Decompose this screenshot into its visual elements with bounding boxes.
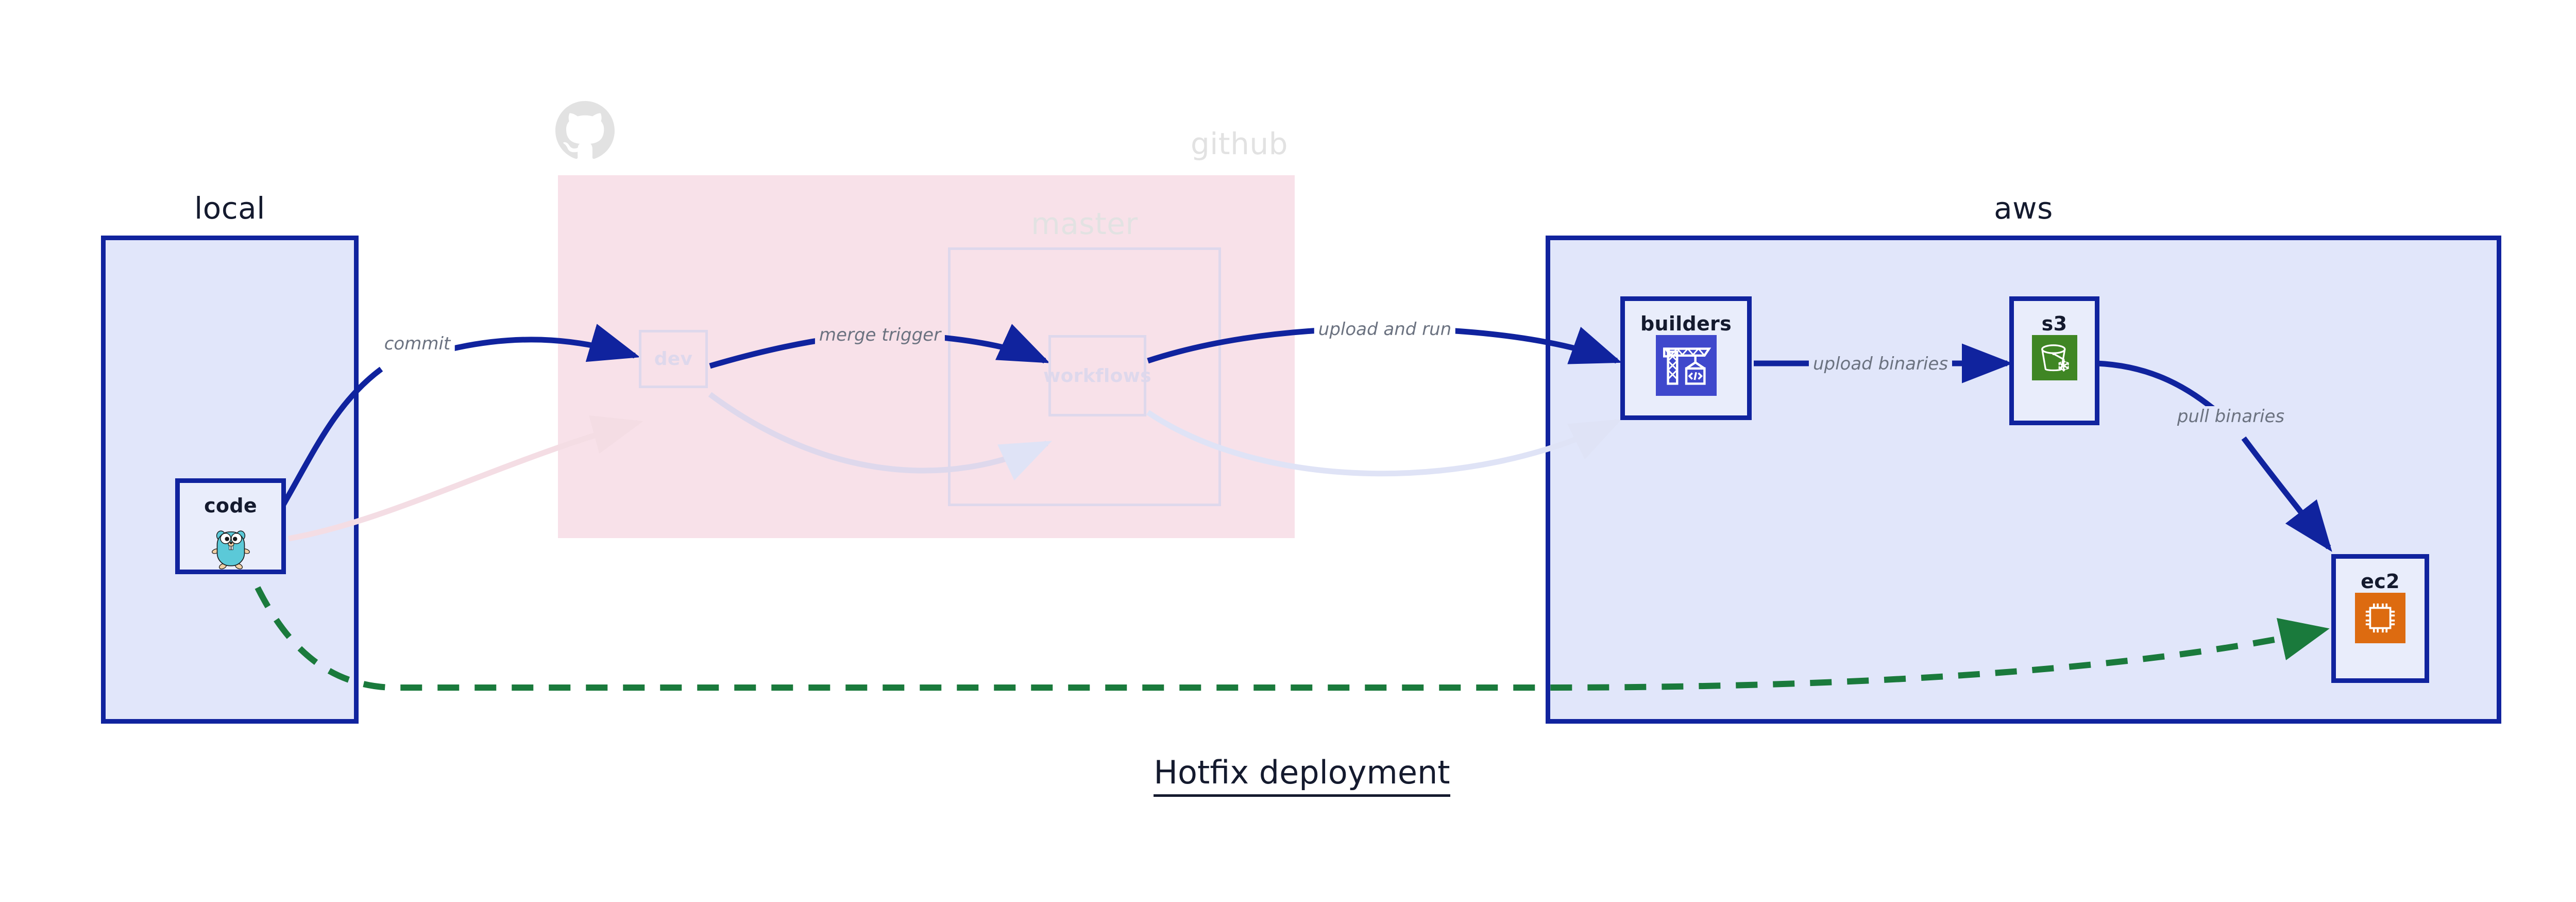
github-octocat-icon: [555, 101, 615, 159]
group-label-master: master: [1031, 206, 1138, 241]
node-builders-label: builders: [1640, 312, 1732, 335]
node-code-label: code: [204, 494, 257, 517]
edge-label-pull-binaries: pull binaries: [2173, 406, 2289, 427]
node-s3-label: s3: [2041, 312, 2067, 335]
aws-codebuild-icon: [1655, 335, 1717, 396]
node-workflows-label: workflows: [1043, 365, 1151, 387]
go-gopher-icon: [211, 530, 250, 570]
group-label-aws: aws: [1994, 191, 2053, 226]
group-label-local: local: [194, 191, 265, 226]
diagram-title-wrap: Hotfix deployment: [0, 754, 2576, 797]
node-code[interactable]: code: [175, 478, 286, 574]
edge-label-commit: commit: [380, 333, 455, 354]
node-dev-label: dev: [654, 348, 693, 370]
node-dev[interactable]: dev: [639, 330, 708, 388]
diagram-title: Hotfix deployment: [1154, 754, 1450, 797]
node-ec2[interactable]: ec2: [2331, 554, 2429, 683]
edge-label-merge-trigger: merge trigger: [815, 325, 945, 345]
node-builders[interactable]: builders: [1620, 296, 1752, 420]
group-master[interactable]: [948, 247, 1221, 506]
node-s3[interactable]: s3: [2009, 296, 2099, 425]
group-label-github: github: [1190, 126, 1288, 161]
aws-s3-glacier-icon: [2031, 335, 2077, 380]
node-ec2-label: ec2: [2361, 570, 2400, 593]
node-workflows[interactable]: workflows: [1043, 335, 1151, 416]
edge-label-upload-binaries: upload binaries: [1808, 354, 1953, 374]
aws-ec2-icon: [2355, 593, 2405, 643]
edge-label-upload-and-run: upload and run: [1314, 319, 1456, 340]
